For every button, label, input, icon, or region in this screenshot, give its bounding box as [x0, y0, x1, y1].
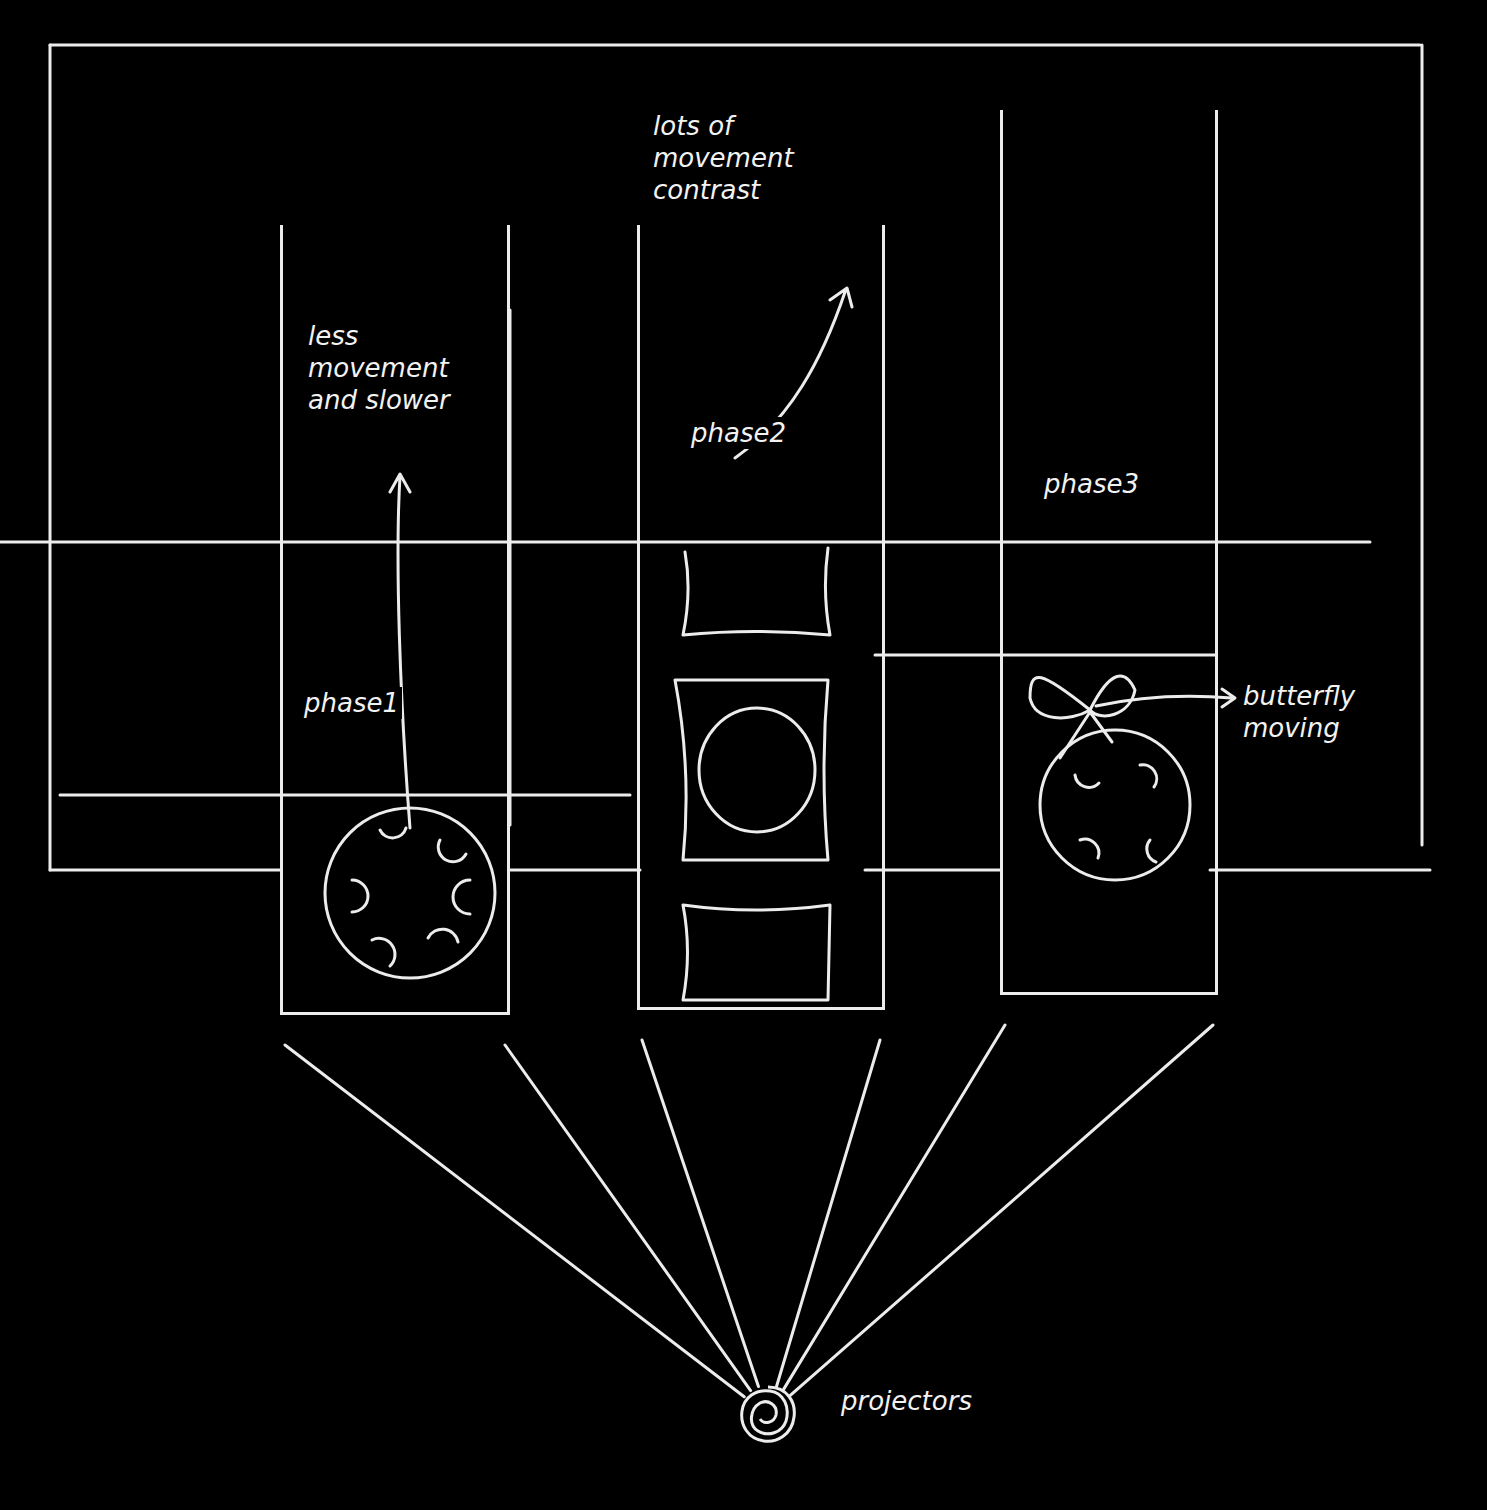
phase-column: phase3: [1000, 110, 1218, 995]
projector-beam: [642, 1040, 880, 1387]
projector-beam: [784, 1025, 1213, 1395]
floor-line: [60, 794, 630, 797]
floor-line: [875, 654, 1215, 657]
wall-line: [49, 45, 52, 870]
annotation-note: butterfly moving: [1240, 680, 1416, 744]
annotation-note: less movement and slower: [305, 320, 501, 416]
leader-arrow: [390, 474, 410, 828]
projector-label: projectors: [838, 1385, 975, 1417]
wall-line: [50, 44, 1420, 47]
orb-detail: [352, 828, 470, 966]
screen-shape: [675, 680, 828, 860]
orb-detail: [1075, 765, 1157, 862]
projector-beam: [285, 1045, 751, 1397]
butterfly-bow: [1030, 676, 1135, 758]
phase-label: phase2: [688, 417, 789, 449]
floor-line: [50, 869, 1430, 872]
phase-column: phase2: [637, 225, 885, 1010]
projector-outline: [738, 1385, 798, 1445]
screen-shape: [683, 905, 830, 1000]
leader-arrow: [1096, 689, 1235, 707]
phase-label: phase1: [301, 687, 402, 719]
orb-figure: [325, 808, 495, 978]
wall-line: [1421, 45, 1424, 845]
annotation-note: lots of movement contrast: [650, 110, 876, 206]
projector-circle: projectors: [738, 1385, 798, 1445]
orb-figure: [699, 708, 815, 832]
screen-shape: [683, 548, 830, 635]
phase-label: phase3: [1041, 468, 1142, 500]
horizon-line: [0, 541, 1370, 544]
